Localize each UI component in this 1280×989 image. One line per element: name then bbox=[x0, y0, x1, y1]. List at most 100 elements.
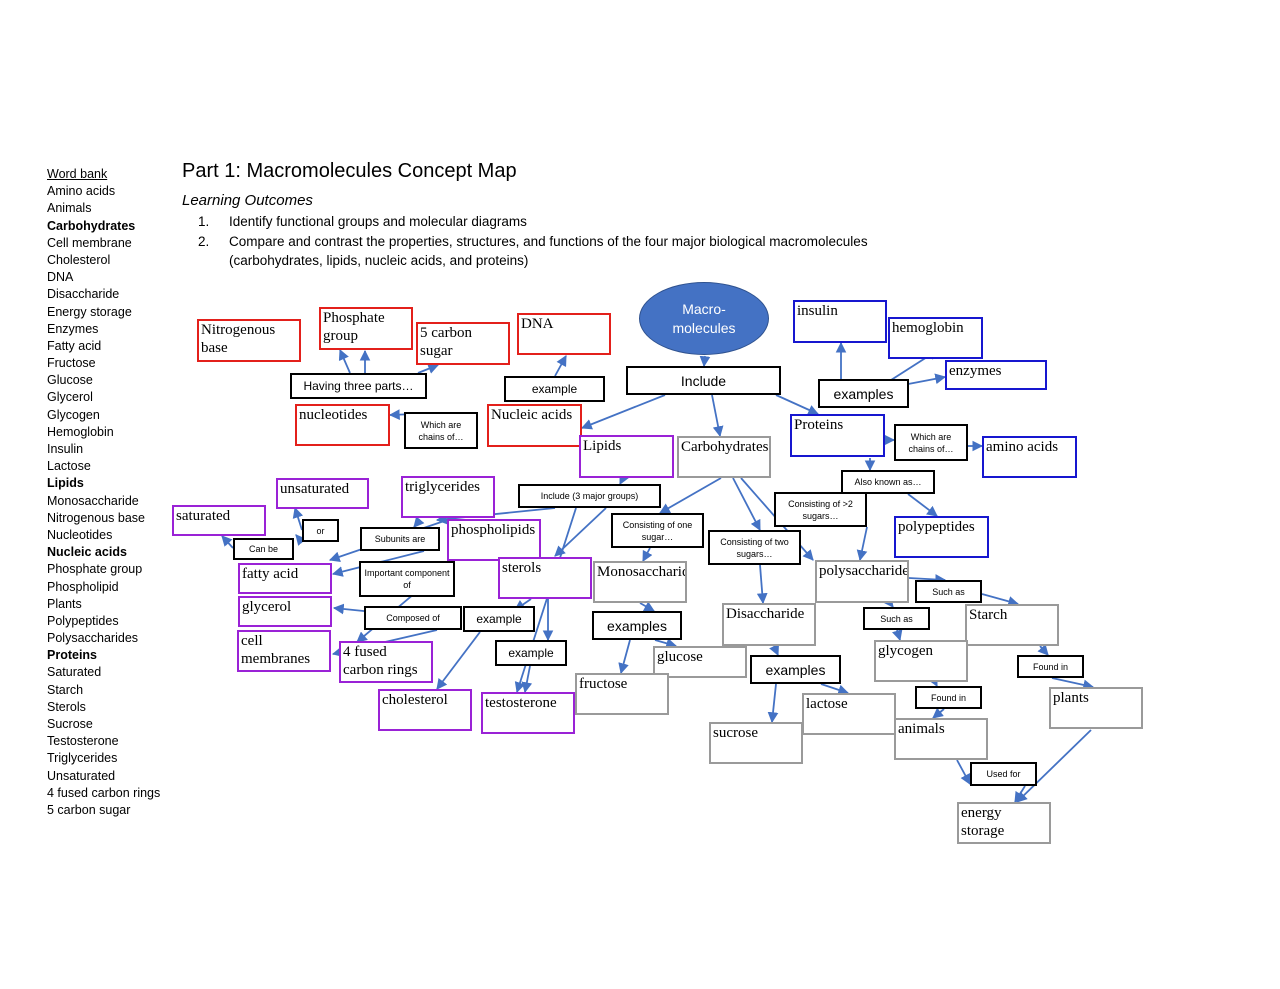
connector-arrow bbox=[580, 394, 666, 430]
node-phospholipids: phospholipids bbox=[447, 519, 541, 561]
link-consisting-of-more-sugars: Consisting of >2 sugars… bbox=[774, 492, 867, 527]
connector-arrow bbox=[659, 477, 722, 514]
word-bank-item: Glucose bbox=[47, 373, 93, 388]
connector-arrow bbox=[642, 547, 653, 562]
node-glycogen: glycogen bbox=[874, 640, 968, 682]
word-bank-item: Testosterone bbox=[47, 734, 119, 749]
word-bank-title: Word bank bbox=[47, 167, 108, 181]
word-bank-item: Disaccharide bbox=[47, 287, 120, 302]
node-monosaccharide: Monosaccharide bbox=[593, 561, 687, 603]
word-bank-item: Sucrose bbox=[47, 717, 93, 731]
connector-arrow bbox=[769, 643, 779, 656]
connector-arrow bbox=[775, 394, 819, 415]
word-bank-item: Triglycerides bbox=[47, 751, 118, 766]
node-disaccharide: Disaccharide bbox=[722, 603, 816, 646]
link-include: Include bbox=[626, 366, 781, 395]
connector-arrow bbox=[699, 355, 711, 368]
word-bank-item: 5 carbon sugar bbox=[47, 802, 131, 817]
node-plants: plants bbox=[1049, 687, 1143, 729]
node-phosphate-group: Phosphate group bbox=[319, 307, 413, 350]
word-bank-item: Saturated bbox=[47, 665, 102, 680]
node-5-carbon-sugar: 5 carbon sugar bbox=[416, 322, 510, 365]
node-cholesterol: cholesterol bbox=[378, 689, 472, 731]
connector-arrow bbox=[756, 564, 768, 605]
word-bank-item: Insulin bbox=[47, 442, 84, 456]
word-bank-item: Carbohydrates bbox=[47, 218, 136, 233]
link-can-be: Can be bbox=[233, 538, 294, 560]
node-energy-storage: energy storage bbox=[957, 802, 1051, 844]
word-bank-item: 4 fused carbon rings bbox=[47, 785, 161, 800]
outcome-text: Identify functional groups and molecular… bbox=[229, 214, 527, 229]
link-examples-disaccharide: examples bbox=[750, 655, 841, 684]
node-nucleic-acids: Nucleic acids bbox=[487, 404, 582, 447]
link-examples-monosaccharide: examples bbox=[592, 611, 682, 640]
link-found-in-plants: Found in bbox=[1017, 655, 1084, 678]
learning-outcomes-title: Learning Outcomes bbox=[182, 192, 313, 209]
connector-arrow bbox=[436, 631, 481, 690]
word-bank-item: Monosaccharide bbox=[47, 493, 139, 508]
word-bank-item: Amino acids bbox=[47, 184, 116, 199]
node-lactose: lactose bbox=[802, 693, 896, 735]
word-bank-item: Enzymes bbox=[47, 321, 99, 336]
word-bank-item: Polypeptides bbox=[47, 613, 119, 628]
link-which-are-chains-nucleotides: Which are chains of… bbox=[404, 412, 478, 449]
node-nitrogenous-base: Nitrogenous base bbox=[197, 319, 301, 362]
node-fructose: fructose bbox=[575, 673, 669, 715]
link-subunits-are: Subunits are bbox=[360, 527, 440, 551]
macromolecules-center-node: Macro-molecules bbox=[639, 282, 769, 355]
link-having-three-parts: Having three parts… bbox=[290, 373, 427, 399]
link-such-as-starch: Such as bbox=[915, 580, 982, 603]
word-bank-item: Hemoglobin bbox=[47, 424, 114, 439]
connector-arrow bbox=[932, 707, 945, 719]
connector-arrow bbox=[711, 394, 724, 438]
connector-arrow bbox=[907, 493, 938, 517]
word-bank-item: DNA bbox=[47, 270, 74, 285]
connector-arrow bbox=[981, 593, 1020, 607]
connector-arrow bbox=[908, 574, 947, 585]
word-bank-item: Nitrogenous base bbox=[47, 510, 145, 525]
word-bank-item: Nucleotides bbox=[47, 527, 113, 542]
node-polypeptides: polypeptides bbox=[894, 516, 989, 558]
node-dna: DNA bbox=[517, 313, 611, 355]
word-bank-item: Animals bbox=[47, 201, 92, 216]
word-bank-item: Phospholipid bbox=[47, 579, 119, 594]
connector-arrow bbox=[927, 674, 938, 687]
word-bank-item: Polysaccharides bbox=[47, 631, 139, 646]
learning-outcome: 2. Compare and contrast the properties, … bbox=[198, 232, 938, 271]
word-bank-item: Cell membrane bbox=[47, 235, 132, 250]
node-proteins: Proteins bbox=[790, 414, 885, 457]
link-consisting-of-one-sugar: Consisting of one sugar… bbox=[611, 513, 704, 548]
link-examples-proteins: examples bbox=[818, 379, 909, 408]
center-line-2: molecules bbox=[672, 319, 736, 336]
link-example-testosterone: example bbox=[495, 640, 567, 666]
node-carbohydrates: Carbohydrates bbox=[677, 436, 771, 478]
link-consisting-of-two-sugars: Consisting of two sugars… bbox=[708, 530, 801, 565]
connector-arrow bbox=[820, 683, 850, 696]
node-sterols: sterols bbox=[498, 557, 592, 599]
connector-arrow bbox=[1016, 729, 1092, 803]
word-bank-item: Fatty acid bbox=[47, 338, 102, 353]
word-bank-item: Cholesterol bbox=[47, 252, 111, 267]
node-nucleotides: nucleotides bbox=[295, 404, 390, 446]
node-saturated: saturated bbox=[172, 505, 266, 536]
node-sucrose: sucrose bbox=[709, 722, 803, 764]
word-bank-item: Starch bbox=[47, 682, 84, 697]
node-cell-membranes: cell membranes bbox=[237, 630, 331, 672]
outcome-number: 1. bbox=[198, 214, 210, 229]
connector-arrow bbox=[856, 526, 868, 562]
link-used-for: Used for bbox=[970, 762, 1037, 786]
word-bank-item: Energy storage bbox=[47, 304, 132, 319]
word-bank-item: Phosphate group bbox=[47, 562, 143, 577]
link-found-in-animals: Found in bbox=[915, 686, 982, 709]
word-bank-item: Plants bbox=[47, 596, 82, 611]
connector-arrow bbox=[521, 665, 533, 694]
connector-arrow bbox=[619, 472, 630, 485]
connector-arrow bbox=[435, 507, 556, 525]
link-which-are-chains-amino: Which are chains of… bbox=[894, 424, 968, 461]
outcome-number: 2. bbox=[198, 233, 210, 249]
page-title: Part 1: Macromolecules Concept Map bbox=[182, 160, 517, 182]
connector-arrow bbox=[1037, 644, 1049, 656]
connector-arrow bbox=[417, 363, 440, 374]
node-lipids: Lipids bbox=[579, 435, 674, 478]
